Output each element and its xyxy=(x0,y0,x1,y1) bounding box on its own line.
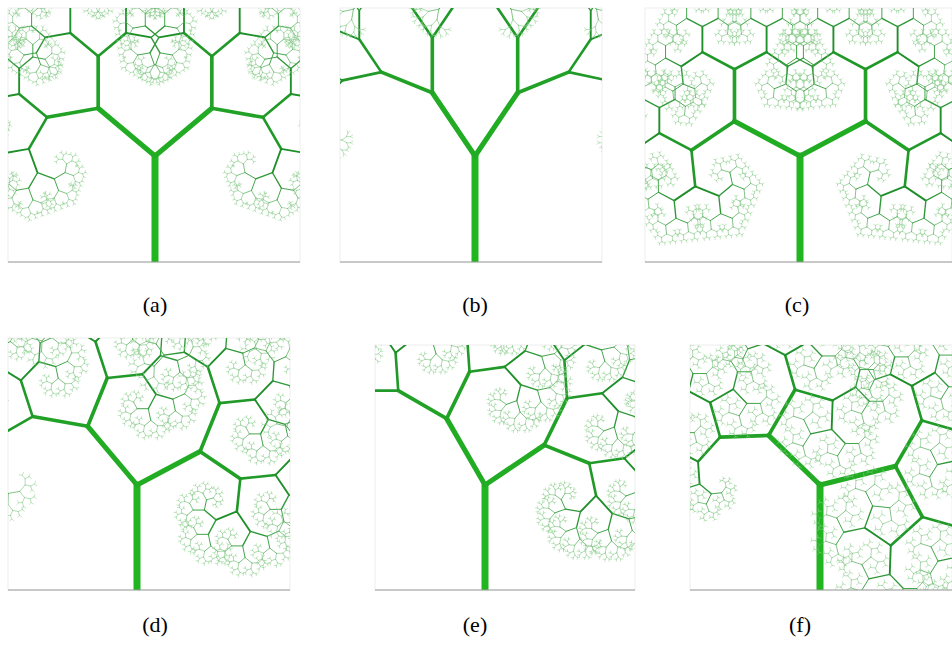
tree-branch xyxy=(152,156,159,262)
tree-branch xyxy=(375,345,635,513)
tree-branch xyxy=(8,338,290,546)
tree-branch xyxy=(8,338,290,573)
tree-branch xyxy=(8,8,300,188)
tree-branch xyxy=(340,8,602,152)
ground-line xyxy=(8,262,300,263)
tree-branch xyxy=(690,345,952,590)
tree-branch xyxy=(8,338,290,558)
panel-label: (d) xyxy=(142,612,168,638)
tree-panel xyxy=(272,255,696,590)
tree-panel xyxy=(591,0,952,262)
panel-label: (e) xyxy=(463,612,487,638)
ground-line xyxy=(690,590,952,591)
tree-branch xyxy=(690,345,952,590)
tree-branch xyxy=(645,8,952,243)
tree-branch xyxy=(88,426,200,485)
tree-branch xyxy=(8,8,300,200)
panel-label: (c) xyxy=(785,292,809,318)
ground-line xyxy=(340,262,602,263)
tree-branch xyxy=(340,8,602,157)
tree-branch xyxy=(381,38,568,93)
tree-branch xyxy=(482,485,489,590)
panel-frame xyxy=(340,8,602,262)
tree-branch xyxy=(645,8,952,237)
tree-branch xyxy=(375,345,635,547)
fractal-tree xyxy=(340,8,602,262)
tree-branch xyxy=(340,8,602,101)
panel-frame xyxy=(645,8,952,262)
tree-panel xyxy=(0,0,362,262)
tree-branch xyxy=(734,121,865,156)
tree-branch xyxy=(645,8,952,245)
tree-branch xyxy=(340,8,602,135)
tree-branch xyxy=(797,156,804,262)
fractal-tree xyxy=(8,338,290,590)
ground-line xyxy=(375,590,635,591)
tree-branch xyxy=(8,8,300,217)
tree-branch xyxy=(8,8,300,213)
panel-frame xyxy=(8,338,290,590)
tree-branch xyxy=(398,372,589,463)
ground-line xyxy=(8,590,290,591)
tree-panel xyxy=(0,270,344,590)
tree-branch xyxy=(690,345,952,590)
tree-branch xyxy=(375,345,635,562)
panel-frame xyxy=(690,345,952,590)
tree-branch xyxy=(8,338,290,577)
tree-branch xyxy=(8,8,300,220)
fractal-tree xyxy=(645,8,952,262)
tree-branch xyxy=(375,345,635,557)
tree-branch xyxy=(447,419,545,485)
tree-branch xyxy=(690,345,952,590)
tree-branch xyxy=(375,345,624,496)
panel-label: (b) xyxy=(462,292,488,318)
tree-branch xyxy=(432,93,517,156)
tree-branch xyxy=(340,8,602,145)
tree-branch xyxy=(375,345,635,529)
tree-branch xyxy=(690,345,952,590)
tree-branch xyxy=(8,342,276,512)
tree-branch xyxy=(690,345,952,590)
tree-branch xyxy=(134,485,141,590)
tree-branch xyxy=(472,156,479,262)
fractal-tree xyxy=(8,8,300,262)
tree-branch xyxy=(659,52,940,186)
tree-branch xyxy=(340,8,602,121)
tree-branch xyxy=(645,8,952,234)
tree-panel xyxy=(253,0,697,262)
tree-branch xyxy=(343,8,602,80)
tree-branch xyxy=(645,27,952,201)
panel-label: (a) xyxy=(143,292,167,318)
tree-branch xyxy=(47,56,263,117)
tree-branch xyxy=(340,8,602,161)
fractal-tree xyxy=(690,345,952,590)
tree-branch xyxy=(8,338,290,575)
tree-branch xyxy=(720,390,922,517)
tree-branch xyxy=(19,33,291,149)
panel-label: (f) xyxy=(789,612,811,638)
tree-branch xyxy=(98,108,212,156)
tree-panel xyxy=(634,294,952,624)
fractal-tree xyxy=(375,345,635,590)
tree-branch xyxy=(375,345,635,559)
tree-branch xyxy=(8,338,290,569)
tree-branch xyxy=(340,8,602,164)
ground-line xyxy=(645,262,952,263)
tree-branch xyxy=(8,8,300,222)
tree-branch xyxy=(33,378,241,479)
tree-branch xyxy=(375,345,635,553)
tree-branch xyxy=(691,69,908,150)
tree-branch xyxy=(645,18,952,218)
